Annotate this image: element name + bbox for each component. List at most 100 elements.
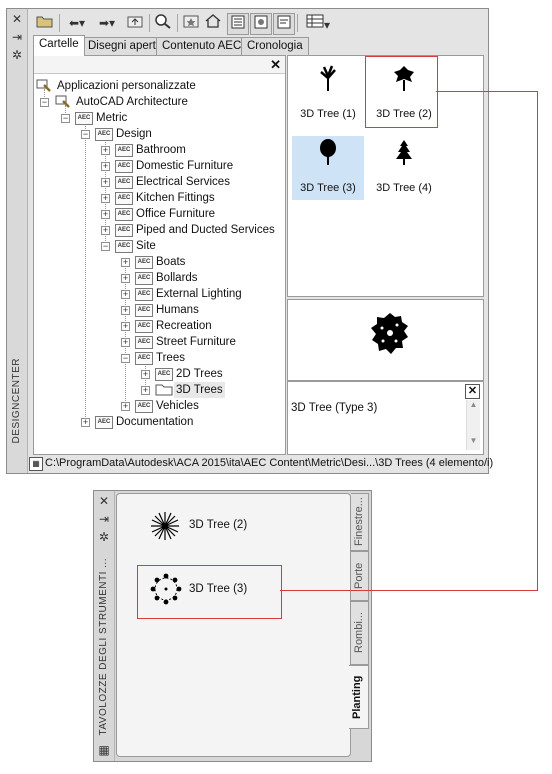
- designcenter-side-strip: ✕ ⇥ ✲ DESIGNCENTER: [7, 9, 28, 473]
- expand-icon[interactable]: +: [101, 177, 110, 187]
- views-icon[interactable]: ▾: [301, 13, 335, 33]
- tab-cartelle[interactable]: Cartelle: [33, 35, 85, 56]
- expand-icon[interactable]: +: [121, 321, 130, 331]
- aec-folder-icon: AEC: [135, 400, 153, 413]
- content-item[interactable]: 3D Tree (1): [292, 62, 364, 126]
- autohide-icon[interactable]: ⇥: [11, 30, 23, 44]
- custom-apps-icon: [36, 79, 54, 99]
- aec-folder-icon: AEC: [135, 352, 153, 365]
- callout-line: [436, 91, 538, 92]
- callout-line: [280, 590, 538, 591]
- forward-icon[interactable]: ➡▾: [98, 16, 116, 30]
- content-item-selected[interactable]: 3D Tree (3): [292, 136, 364, 200]
- collapse-icon[interactable]: −: [81, 129, 90, 139]
- aec-folder-icon: AEC: [115, 224, 133, 237]
- description-pane: 3D Tree (Type 3) ✕ ▲▼: [287, 381, 484, 455]
- status-bar: ▦ C:\ProgramData\Autodesk\ACA 2015\ita\A…: [29, 455, 493, 471]
- favorites-icon[interactable]: [181, 13, 201, 33]
- expand-icon[interactable]: +: [121, 273, 130, 283]
- autohide-icon[interactable]: ⇥: [98, 512, 110, 526]
- expand-icon[interactable]: +: [121, 337, 130, 347]
- designcenter-window: ✕ ⇥ ✲ DESIGNCENTER ⬅▾ ➡▾: [6, 8, 493, 474]
- tree-pane-header: ✕: [34, 56, 285, 74]
- expand-icon[interactable]: +: [101, 193, 110, 203]
- status-path: C:\ProgramData\Autodesk\ACA 2015\ita\AEC…: [45, 457, 494, 469]
- expand-icon[interactable]: +: [121, 401, 130, 411]
- description-scrollbar[interactable]: ▲▼: [466, 400, 480, 450]
- expand-icon[interactable]: +: [141, 369, 150, 379]
- aec-folder-icon: AEC: [135, 320, 153, 333]
- aec-folder-icon: AEC: [115, 176, 133, 189]
- aec-folder-icon: AEC: [115, 160, 133, 173]
- tool-palette-title: TAVOLOZZE DEGLI STRUMENTI ...: [98, 557, 109, 735]
- tree-symbol-icon: [320, 139, 336, 165]
- tree-symbol-icon: [320, 65, 336, 91]
- open-folder-icon: [155, 384, 173, 401]
- properties-icon[interactable]: ✲: [11, 48, 23, 62]
- designcenter-title: DESIGNCENTER: [11, 357, 22, 443]
- tab-finestre[interactable]: Finestre...: [351, 493, 369, 551]
- tree-plan-symbol-icon: [150, 573, 182, 605]
- palette-grid-icon: ▦: [98, 743, 110, 757]
- tool-palette-window: ✕ ⇥ ✲ TAVOLOZZE DEGLI STRUMENTI ... ▦ 3D…: [93, 490, 372, 762]
- tool-3d-tree-3[interactable]: 3D Tree (3): [149, 572, 339, 612]
- load-icon[interactable]: [35, 13, 55, 33]
- description-text: 3D Tree (Type 3): [291, 402, 378, 414]
- tree-symbol-icon: [396, 140, 412, 165]
- aec-folder-icon: AEC: [75, 112, 93, 125]
- aec-folder-icon: AEC: [135, 256, 153, 269]
- back-icon[interactable]: ⬅▾: [68, 16, 86, 30]
- tool-palette-panel[interactable]: 3D Tree (2) 3D Tree (3): [116, 493, 351, 757]
- aec-folder-icon: AEC: [115, 240, 133, 253]
- home-icon[interactable]: [203, 13, 223, 33]
- close-description-icon[interactable]: ✕: [465, 384, 480, 399]
- description-toggle-icon[interactable]: [273, 13, 295, 35]
- content-pane[interactable]: 3D Tree (1) 3D Tree (2) 3D Tree (3) 3D T…: [287, 55, 484, 297]
- collapse-icon[interactable]: −: [121, 353, 130, 363]
- collapse-icon[interactable]: −: [101, 241, 110, 251]
- aec-folder-icon: AEC: [95, 416, 113, 429]
- status-grid-icon: ▦: [29, 457, 43, 471]
- preview-toggle-icon[interactable]: [250, 13, 272, 35]
- aec-folder-icon: AEC: [135, 336, 153, 349]
- aec-folder-icon: AEC: [115, 208, 133, 221]
- expand-icon[interactable]: +: [121, 289, 130, 299]
- tab-porte[interactable]: Porte: [351, 551, 369, 601]
- aec-folder-icon: AEC: [135, 288, 153, 301]
- tab-planting[interactable]: Planting: [349, 665, 369, 729]
- custom-apps-icon: [55, 95, 73, 115]
- content-item[interactable]: 3D Tree (4): [368, 136, 440, 200]
- close-icon[interactable]: ✕: [98, 494, 110, 508]
- collapse-icon[interactable]: −: [40, 97, 49, 107]
- tab-contenuto-aec[interactable]: Contenuto AEC: [156, 37, 248, 55]
- expand-icon[interactable]: +: [101, 209, 110, 219]
- aec-folder-icon: AEC: [115, 144, 133, 157]
- tree-view-toggle-icon[interactable]: [227, 13, 249, 35]
- expand-icon[interactable]: +: [101, 145, 110, 155]
- tree-plan-symbol-icon: [151, 512, 179, 540]
- callout-line: [537, 91, 538, 590]
- close-tree-icon[interactable]: ✕: [270, 57, 281, 72]
- properties-icon[interactable]: ✲: [98, 530, 110, 544]
- folder-tree-pane[interactable]: ✕ Applicazioni personalizzate − AutoCAD …: [33, 55, 286, 455]
- expand-icon[interactable]: +: [101, 161, 110, 171]
- tab-disegni-aperti[interactable]: Disegni aperti: [82, 37, 165, 55]
- tool-palette-side-strip: ✕ ⇥ ✲ TAVOLOZZE DEGLI STRUMENTI ... ▦: [94, 491, 115, 761]
- expand-icon[interactable]: +: [141, 385, 150, 395]
- up-icon[interactable]: [125, 13, 145, 33]
- close-icon[interactable]: ✕: [11, 12, 23, 26]
- expand-icon[interactable]: +: [121, 257, 130, 267]
- expand-icon[interactable]: +: [101, 225, 110, 235]
- preview-pane: [287, 299, 484, 381]
- search-icon[interactable]: [153, 13, 173, 33]
- collapse-icon[interactable]: −: [61, 113, 70, 123]
- aec-folder-icon: AEC: [115, 192, 133, 205]
- content-item[interactable]: 3D Tree (2): [368, 62, 440, 126]
- tab-rombi[interactable]: Rombi...: [351, 601, 369, 665]
- tab-cronologia[interactable]: Cronologia: [241, 37, 309, 55]
- highlight-box-design-center: [365, 56, 438, 128]
- tool-3d-tree-2[interactable]: 3D Tree (2): [149, 510, 339, 550]
- tree-preview-image: [371, 313, 408, 354]
- expand-icon[interactable]: +: [81, 417, 90, 427]
- expand-icon[interactable]: +: [121, 305, 130, 315]
